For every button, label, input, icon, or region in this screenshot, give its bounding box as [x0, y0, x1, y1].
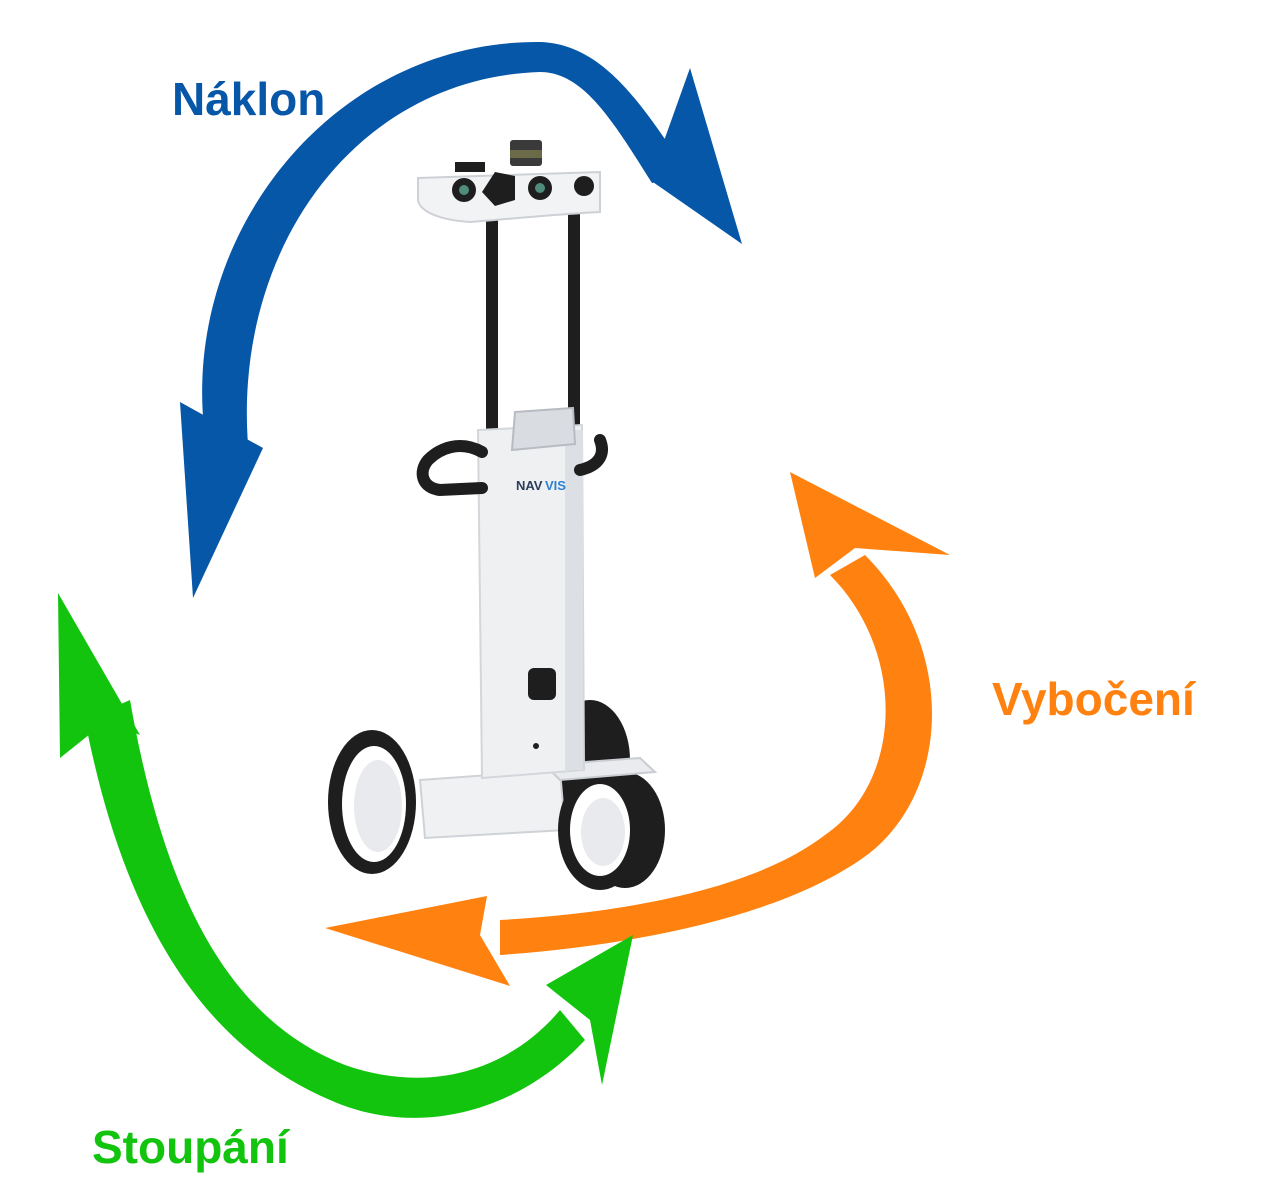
- handle-left: [416, 440, 488, 497]
- camera-lens-2: [482, 172, 515, 206]
- naklon-arrow-body: [202, 41, 690, 475]
- label-vyboceni: Vybočení: [992, 673, 1195, 725]
- mapping-trolley-icon: NAV VIS: [328, 140, 665, 890]
- stoupani-arrow-icon: [58, 593, 633, 1118]
- camera-lens-4: [574, 176, 594, 196]
- naklon-arrow-icon: [180, 41, 742, 598]
- vyboceni-arrowhead-top: [790, 472, 950, 578]
- stoupani-arrow-body: [85, 700, 585, 1118]
- device-logo-left: NAV: [516, 478, 543, 493]
- vyboceni-arrow-body: [500, 555, 932, 955]
- adjust-knob: [528, 668, 556, 700]
- device-logo-right: VIS: [545, 478, 566, 493]
- vyboceni-arrow-icon: [325, 472, 950, 986]
- trolley-base: [418, 768, 567, 840]
- naklon-arrowhead-top: [650, 68, 742, 244]
- vyboceni-arrowhead-bottom: [325, 896, 510, 986]
- stoupani-arrowhead-bottom: [546, 935, 633, 1085]
- tablet-screen: [510, 406, 577, 452]
- label-naklon: Náklon: [172, 73, 326, 125]
- label-stoupani: Stoupání: [92, 1121, 289, 1173]
- stoupani-arrowhead-top: [58, 593, 140, 758]
- handle-right: [574, 434, 608, 476]
- mast-rod-right: [568, 210, 580, 435]
- mast-rod-left: [486, 210, 498, 435]
- naklon-arrowhead-bottom: [180, 402, 263, 598]
